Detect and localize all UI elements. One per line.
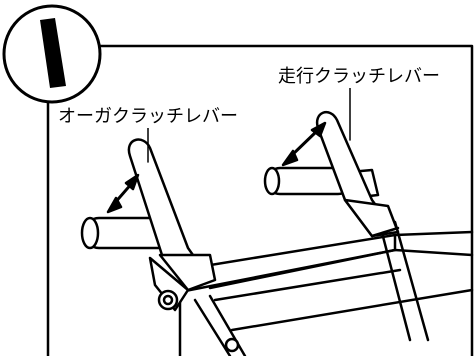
frame-border: [93, 44, 474, 358]
travel-clutch-lever-label: 走行クラッチレバー: [275, 66, 443, 88]
step-marker-numeral-glyph: [40, 18, 66, 88]
travel-clutch-lever-drawing: [263, 110, 400, 238]
auger-clutch-lever-label: オーガクラッチレバー: [55, 106, 241, 128]
handle-frame: [178, 220, 474, 358]
step-marker: [2, 4, 102, 104]
auger-clutch-lever-drawing: [80, 138, 240, 353]
